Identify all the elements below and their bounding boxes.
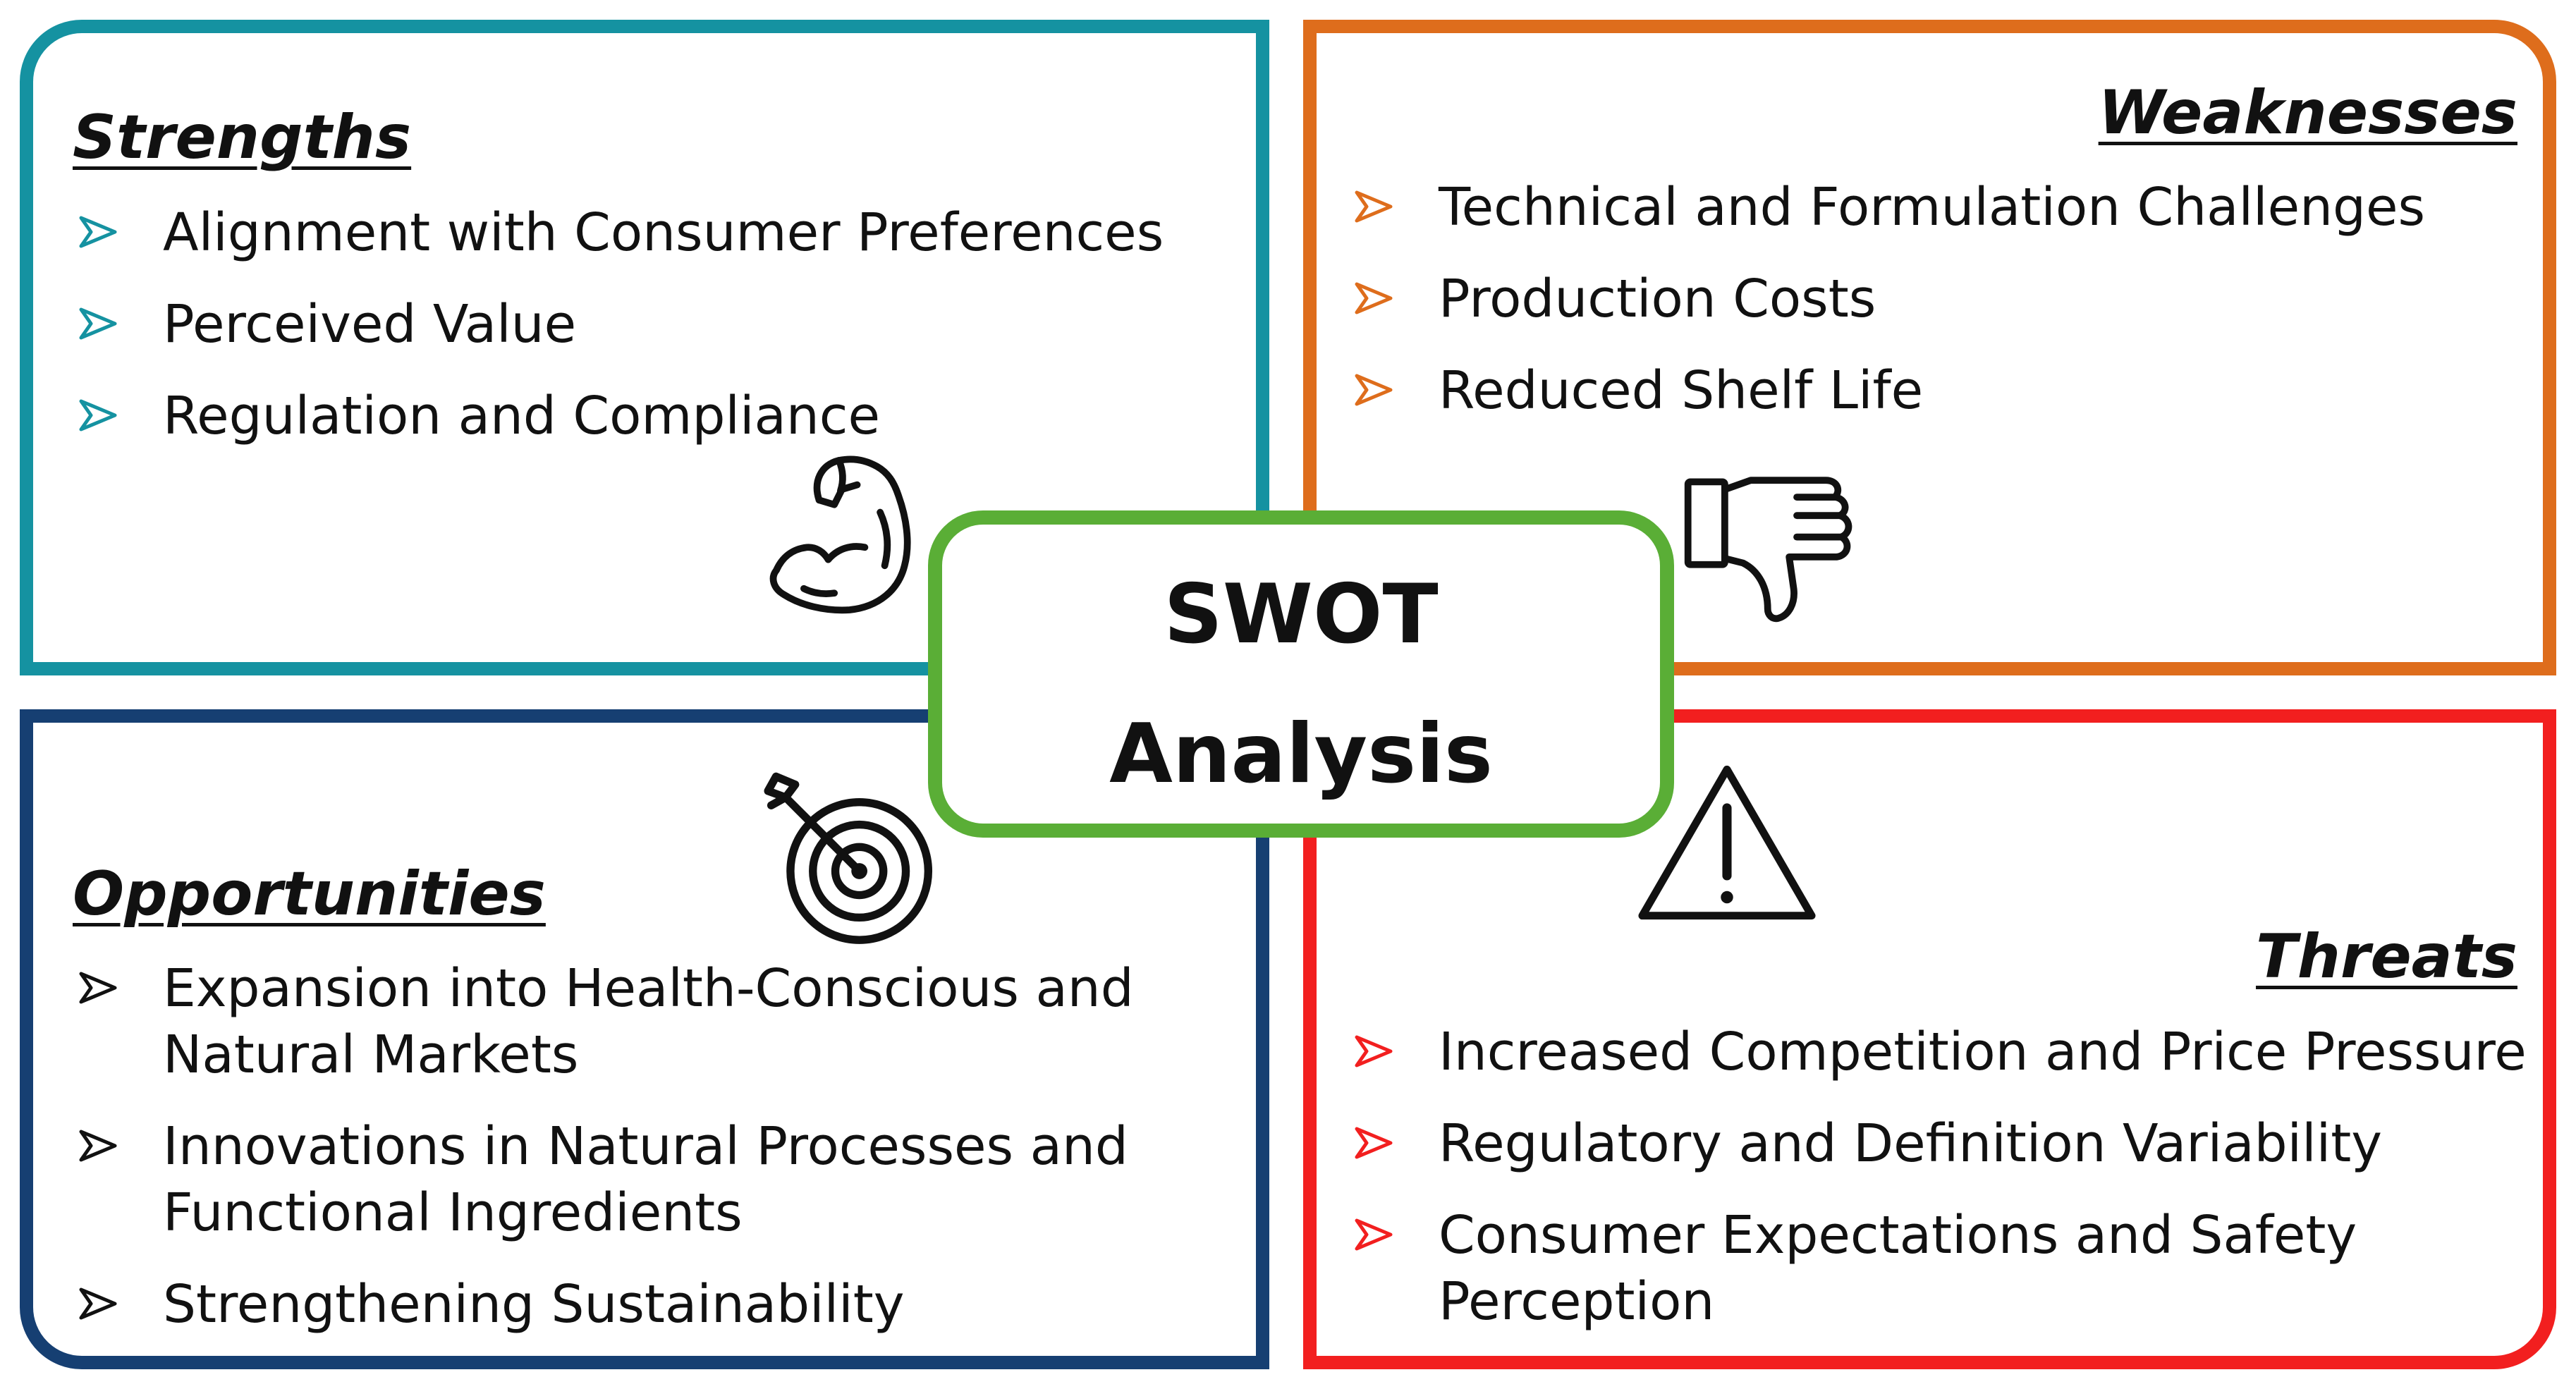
- weaknesses-item-text: Reduced Shelf Life: [1439, 360, 1924, 421]
- weaknesses-item: Production Costs: [1354, 266, 2425, 332]
- arrow-bullet-icon: [1355, 1127, 1393, 1159]
- arrow-bullet-icon: [79, 307, 117, 340]
- threats-item-text: Increased Competition and Price Pressure: [1439, 1022, 2527, 1082]
- arrow-bullet-icon: [1355, 190, 1393, 223]
- strengths-quadrant: Strengths Alignment with Consumer Prefer…: [20, 20, 1269, 675]
- threats-heading: Threats: [2256, 922, 2517, 992]
- arrow-bullet-icon: [79, 399, 117, 432]
- opportunities-item-text: Innovations in Natural Processes and: [163, 1116, 1128, 1177]
- arrow-bullet-icon: [79, 1130, 117, 1162]
- threats-item-text: Consumer Expectations and Safety: [1439, 1205, 2357, 1266]
- center-title-line1: SWOT: [1164, 567, 1439, 662]
- center-title-line2: Analysis: [1109, 706, 1493, 802]
- threats-item-text: Perception: [1439, 1271, 1715, 1332]
- arrow-bullet-icon: [1355, 282, 1393, 314]
- threats-item: Regulatory and Definition Variability: [1354, 1110, 2527, 1177]
- threats-list: Increased Competition and Price Pressure…: [1354, 1019, 2527, 1360]
- strengths-item-text: Perceived Value: [163, 294, 577, 355]
- threats-item: Increased Competition and Price Pressure: [1354, 1019, 2527, 1085]
- opportunities-item-text: Functional Ingredients: [163, 1182, 743, 1243]
- opportunities-heading: Opportunities: [73, 859, 546, 929]
- arrow-bullet-icon: [1355, 1035, 1393, 1067]
- weaknesses-item: Reduced Shelf Life: [1354, 357, 2425, 424]
- opportunities-item-text: Expansion into Health-Conscious and: [163, 958, 1134, 1019]
- strengths-item-text: Regulation and Compliance: [163, 386, 880, 446]
- arrow-bullet-icon: [1355, 374, 1393, 406]
- arrow-bullet-icon: [79, 216, 117, 248]
- swot-center-box: SWOT Analysis: [928, 510, 1674, 838]
- arrow-bullet-icon: [79, 972, 117, 1004]
- arrow-bullet-icon: [79, 1287, 117, 1320]
- warning-triangle-icon: [1638, 765, 1816, 920]
- opportunities-item-text: Natural Markets: [163, 1024, 579, 1085]
- strengths-item: Regulation and Compliance: [78, 383, 1164, 449]
- weaknesses-heading: Weaknesses: [2098, 78, 2517, 148]
- weaknesses-item: Technical and Formulation Challenges: [1354, 174, 2425, 240]
- weaknesses-item-text: Production Costs: [1439, 269, 1876, 329]
- flexed-bicep-icon: [769, 455, 911, 614]
- strengths-item-text: Alignment with Consumer Preferences: [163, 202, 1164, 263]
- opportunities-item-text: Strengthening Sustainability: [163, 1274, 905, 1335]
- strengths-item: Alignment with Consumer Preferences: [78, 200, 1164, 266]
- weaknesses-item-text: Technical and Formulation Challenges: [1439, 177, 2426, 238]
- target-arrow-icon: [764, 772, 933, 944]
- strengths-heading: Strengths: [73, 102, 412, 173]
- threats-item-text: Regulatory and Definition Variability: [1439, 1113, 2383, 1174]
- arrow-bullet-icon: [1355, 1218, 1393, 1251]
- thumbs-down-icon: [1684, 477, 1852, 623]
- opportunities-item: Strengthening Sustainability: [78, 1271, 1134, 1338]
- strengths-item: Perceived Value: [78, 291, 1164, 357]
